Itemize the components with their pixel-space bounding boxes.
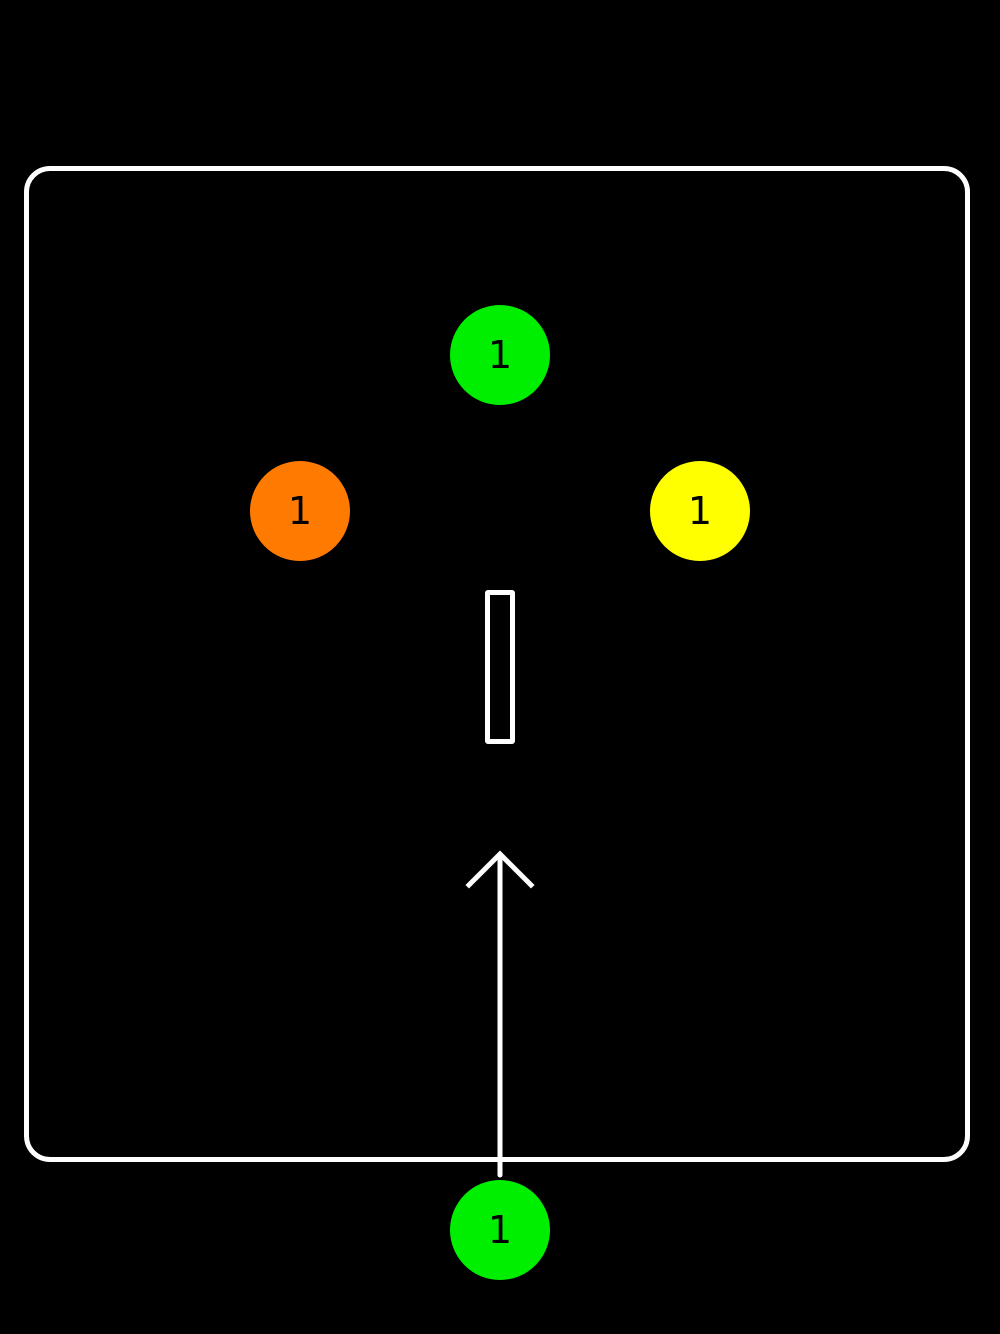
ball-count: 1 [487, 1208, 513, 1252]
ball-orange-left[interactable]: 1 [250, 461, 350, 561]
ball-yellow-right[interactable]: 1 [650, 461, 750, 561]
ball-count: 1 [687, 489, 713, 533]
paddle-obstacle [485, 590, 515, 744]
ball-count: 1 [487, 333, 513, 377]
ball-count: 1 [287, 489, 313, 533]
ball-green-top[interactable]: 1 [450, 305, 550, 405]
launcher-ball[interactable]: 1 [450, 1180, 550, 1280]
